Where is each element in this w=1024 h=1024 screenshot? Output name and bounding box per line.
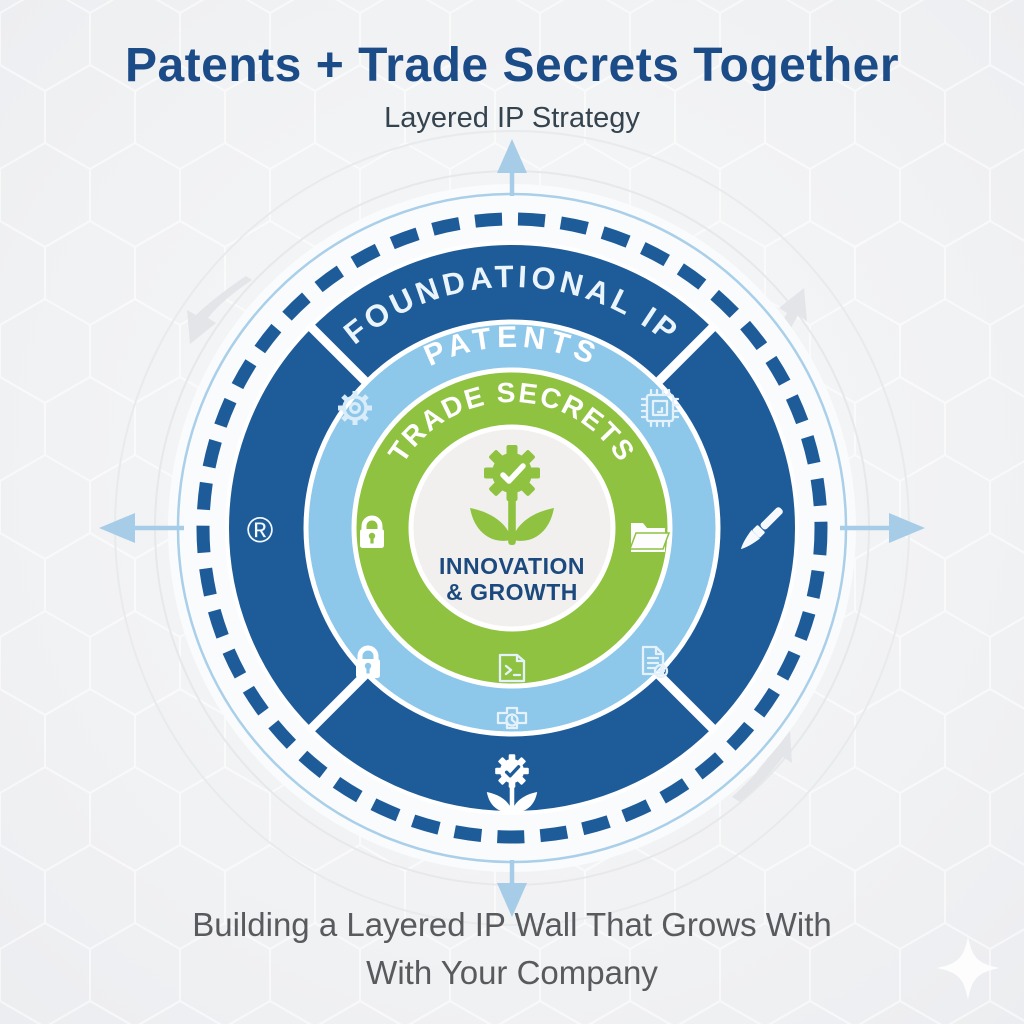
swoosh-arrow — [187, 276, 252, 344]
gear-icon — [338, 391, 372, 425]
swoosh-arrow — [732, 730, 792, 802]
center-label-line2: & GROWTH — [446, 579, 578, 605]
page-subtitle: Layered IP Strategy — [384, 102, 640, 134]
microchip-icon — [640, 388, 680, 428]
footer-caption: Building a Layered IP Wall That Grows Wi… — [0, 901, 1024, 996]
arrow-up — [497, 139, 527, 196]
arrow-left — [99, 513, 184, 543]
padlock-icon — [356, 645, 380, 678]
sparkle-icon — [936, 936, 1000, 1000]
arrow-down — [497, 860, 527, 917]
arrow-right — [840, 513, 925, 543]
registered-trademark-symbol: ® — [247, 509, 274, 550]
center-label-line1: INNOVATION — [439, 553, 585, 579]
caption-line1: Building a Layered IP Wall That Grows Wi… — [192, 906, 832, 943]
caption-line2: With Your Company — [366, 953, 658, 991]
document-plus-icon — [641, 645, 669, 679]
contract-icon — [498, 653, 526, 683]
folder-icon — [628, 523, 671, 552]
page-title: Patents + Trade Secrets Together — [124, 39, 900, 92]
puzzle-clock-icon — [496, 706, 528, 730]
paintbrush-icon — [740, 507, 783, 550]
padlock-icon — [360, 515, 384, 548]
ring-dividers — [305, 321, 719, 735]
dashed-ring — [196, 212, 828, 844]
